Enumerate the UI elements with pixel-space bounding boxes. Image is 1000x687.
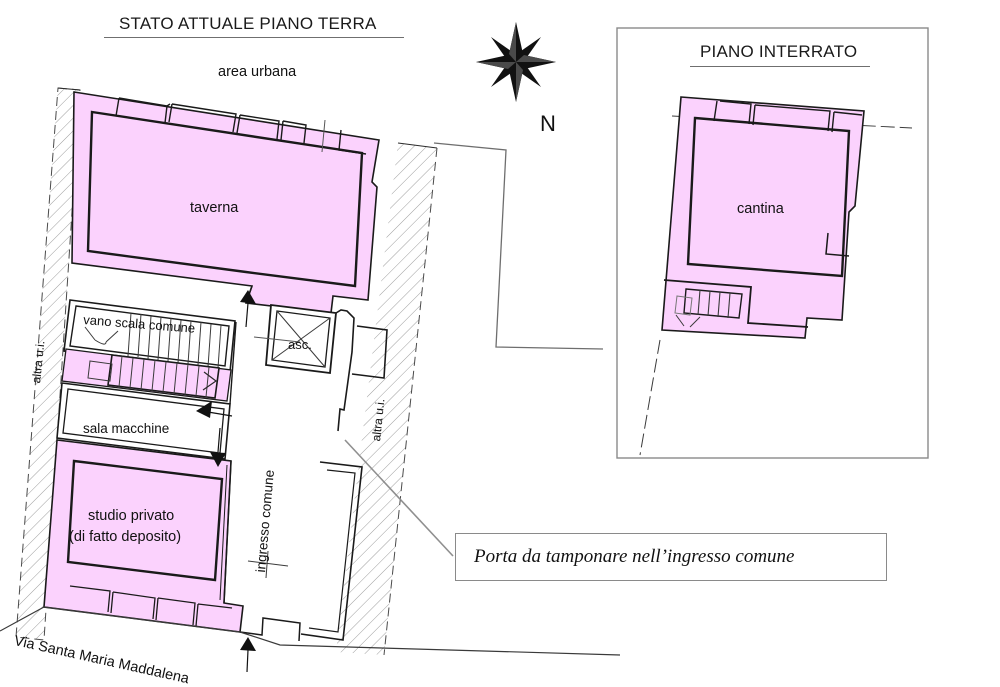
plan-piano-interrato — [639, 96, 913, 456]
room-taverna — [71, 91, 380, 314]
label-asc: asc. — [288, 337, 312, 352]
label-studio-privato-line2: (di fatto deposito) — [69, 529, 182, 545]
corridor-ingresso-comune — [223, 285, 388, 642]
compass-north-label: N — [540, 111, 556, 136]
label-studio-privato-line1: studio privato — [88, 508, 175, 524]
flow-arrows — [196, 290, 256, 673]
compass-rose-icon — [476, 22, 556, 102]
label-taverna: taverna — [190, 200, 239, 216]
left-plan-title: STATO ATTUALE PIANO TERRA — [119, 14, 377, 33]
left-plan-title-underline — [104, 37, 404, 38]
room-sala-macchine — [56, 382, 231, 460]
label-area-urbana: area urbana — [218, 64, 297, 80]
label-cantina: cantina — [737, 201, 784, 217]
callout-leader-line — [344, 439, 454, 557]
neighbour-unit-right-hatch — [336, 142, 438, 656]
street-line — [0, 606, 621, 656]
neighbour-unit-left-hatch — [15, 87, 81, 641]
adjacent-parcel-outline — [433, 142, 604, 350]
right-plan-title: PIANO INTERRATO — [700, 42, 858, 61]
right-plan-title-underline — [690, 66, 870, 67]
stair-landing-pink — [61, 348, 232, 402]
callout-box: Porta da tamponare nell’ingresso comune — [455, 533, 887, 581]
label-sala-macchine: sala macchine — [83, 421, 170, 436]
right-plan-frame — [616, 27, 929, 459]
room-studio-privato — [43, 439, 244, 633]
callout-text: Porta da tamponare nell’ingresso comune — [474, 546, 795, 567]
elevator-shaft-asc — [253, 303, 337, 375]
